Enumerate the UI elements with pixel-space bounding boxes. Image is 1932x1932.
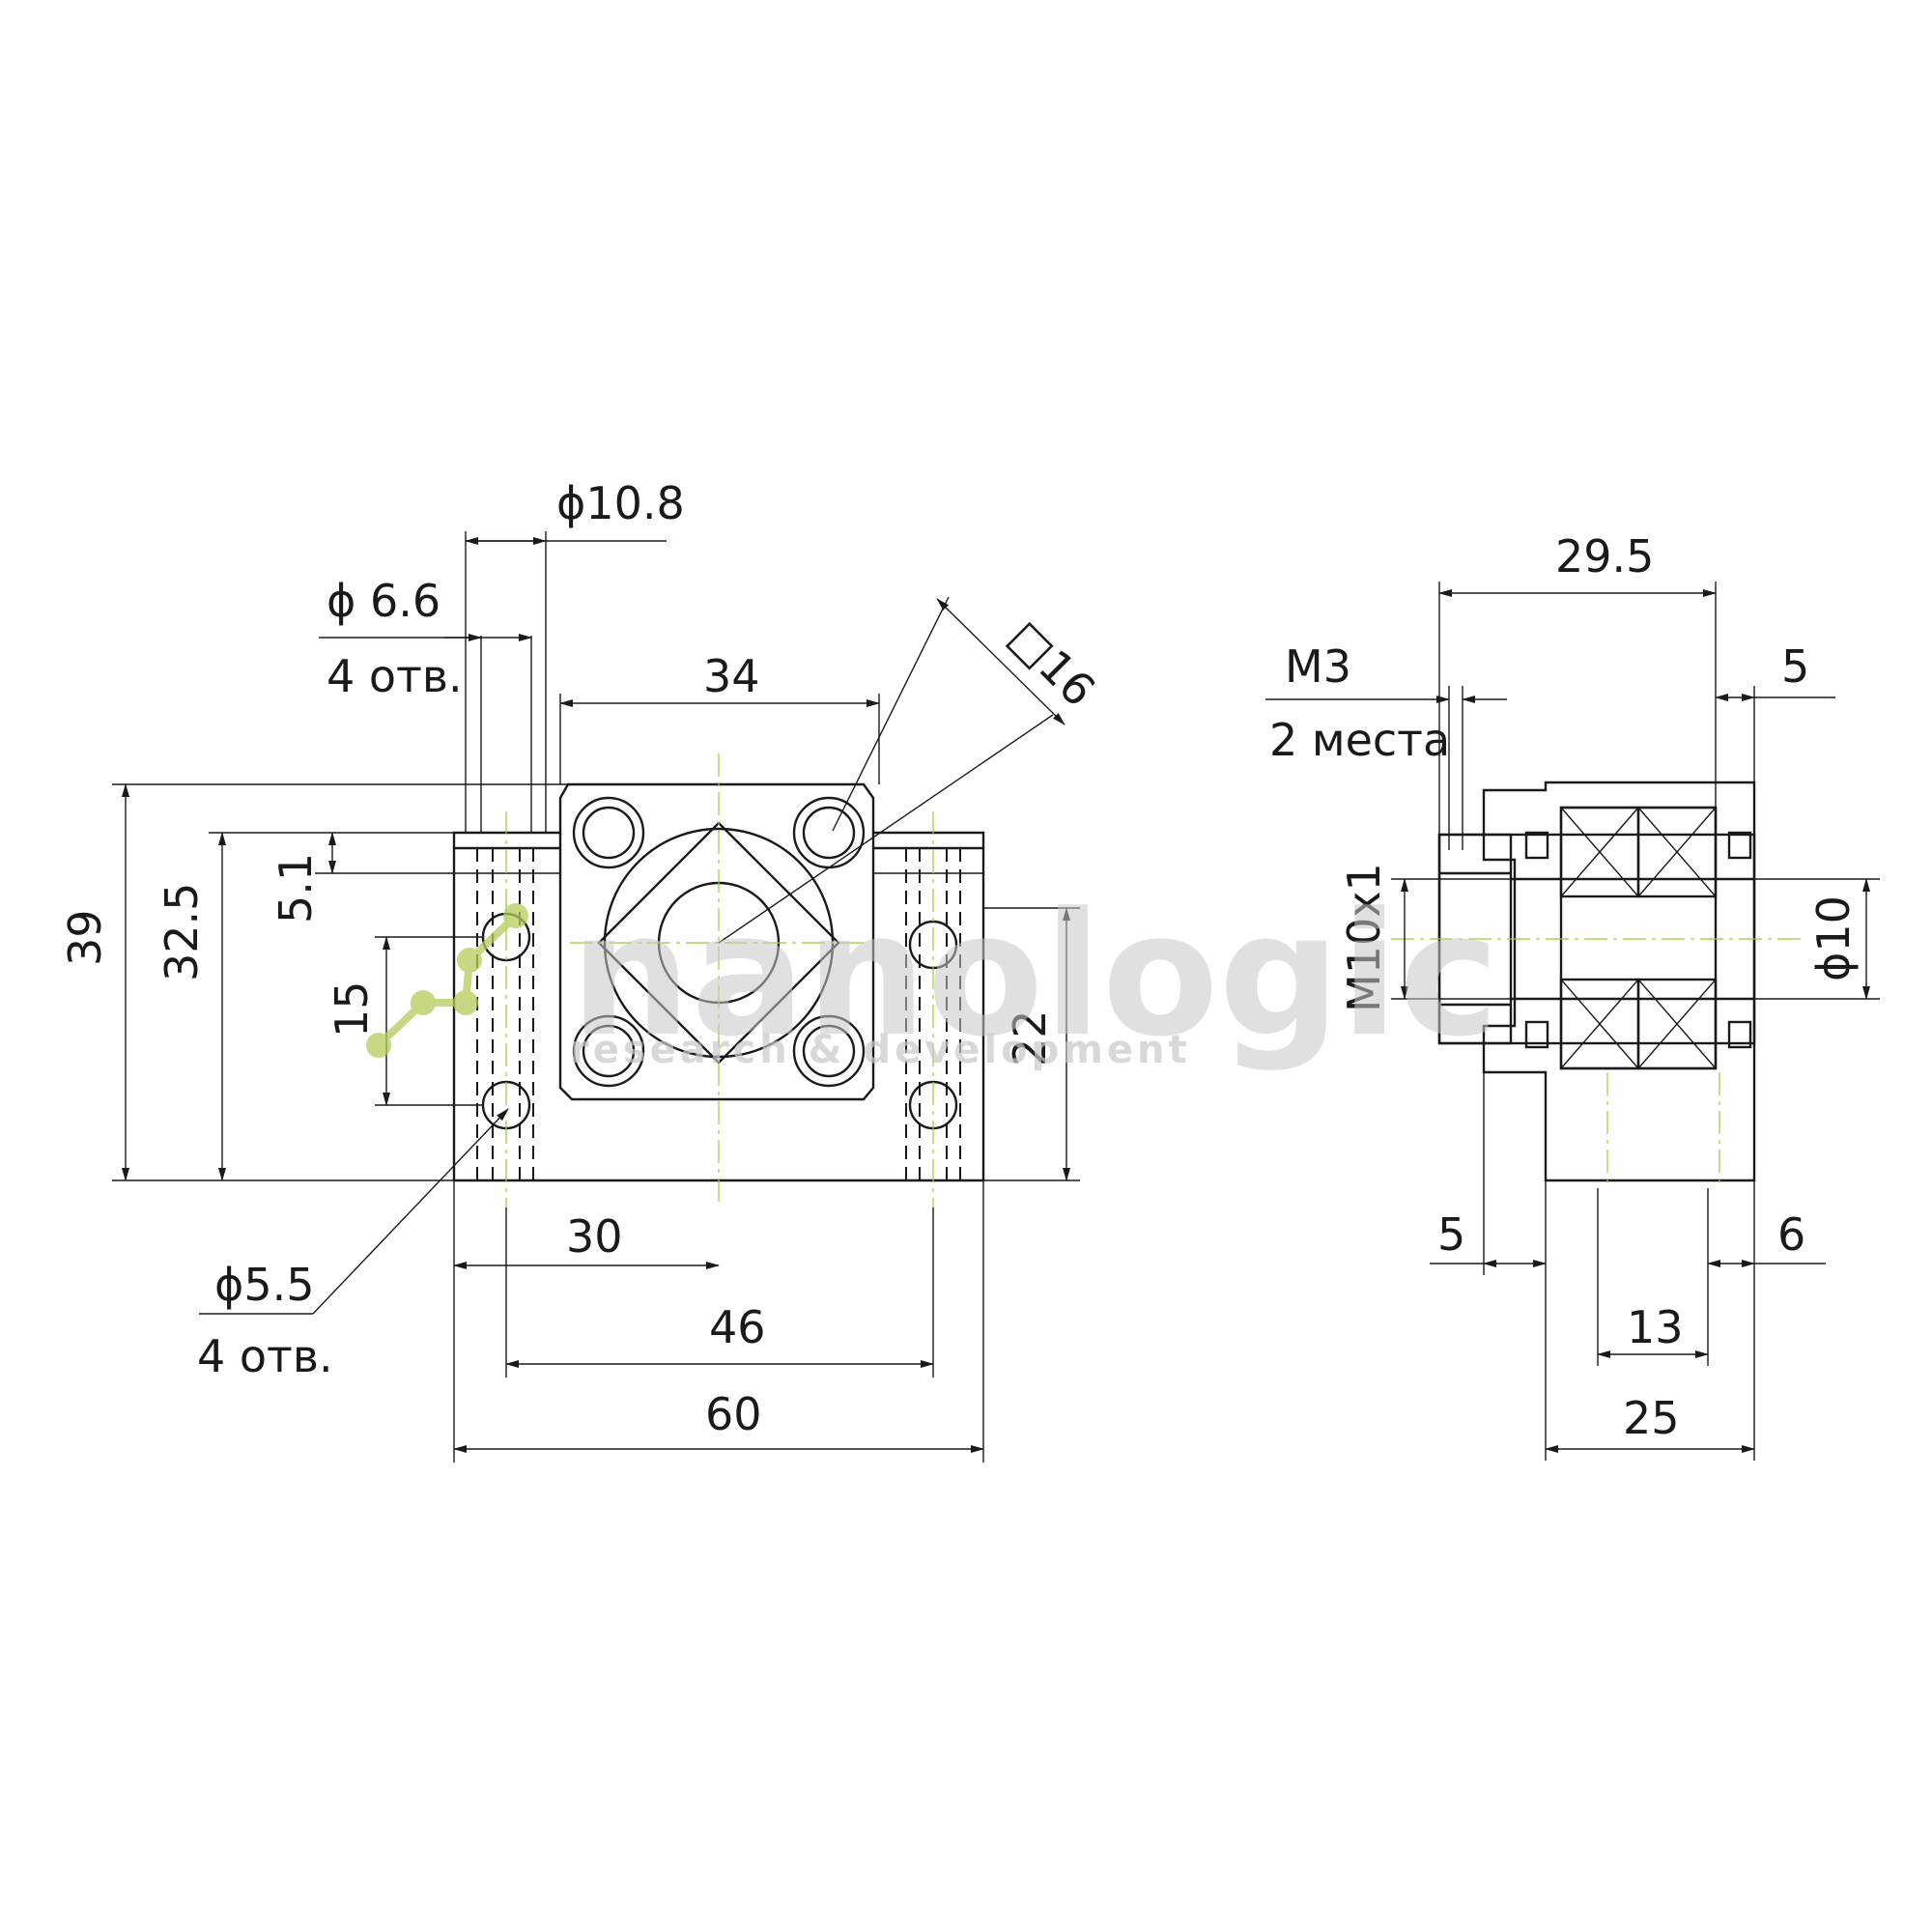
front-body-outline (452, 782, 985, 1182)
dim-length-29-5: 29.5 (1555, 530, 1654, 582)
side-view: 29.5 M3 2 места 5 M10x1 ϕ10 5 6 (1265, 530, 1880, 1461)
dim-width-13: 13 (1627, 1301, 1684, 1353)
watermark-logo-icon (366, 903, 528, 1058)
dim-dia-6-6: ϕ 6.6 (327, 575, 440, 627)
bearing-right (1636, 806, 1718, 1070)
dim-places-2: 2 места (1269, 714, 1450, 766)
dim-spacing-15: 15 (326, 980, 378, 1037)
dim-dia-10-8: ϕ10.8 (556, 477, 685, 529)
dim-width-25: 25 (1623, 1392, 1680, 1444)
dim-depth-5-1: 5.1 (270, 853, 322, 923)
dim-height-22: 22 (1004, 1009, 1056, 1066)
front-flange-outline (558, 833, 875, 1101)
watermark-brand: nanologic (570, 876, 1499, 1074)
dim-offset-5-top: 5 (1781, 640, 1809, 693)
dim-holes-top: 4 отв. (327, 650, 463, 702)
dim-square-16: □16 (999, 610, 1105, 716)
dim-height-39: 39 (59, 909, 111, 966)
dim-dia-10: ϕ10 (1807, 895, 1860, 981)
dim-pitch-46: 46 (709, 1301, 766, 1353)
watermark: nanologic research & development (366, 876, 1499, 1074)
dim-holes-bottom: 4 отв. (197, 1330, 333, 1382)
flange-holes (572, 796, 866, 1088)
dim-width-34: 34 (703, 650, 760, 702)
dim-thread-m3: M3 (1285, 640, 1351, 693)
watermark-tagline: research & development (570, 1028, 1191, 1072)
dim-offset-30: 30 (566, 1210, 623, 1263)
dim-thread-m10: M10x1 (1338, 863, 1390, 1012)
dim-width-60: 60 (705, 1388, 762, 1440)
dim-offset-5-bottom: 5 (1437, 1208, 1465, 1261)
dim-offset-6: 6 (1777, 1208, 1805, 1261)
dim-dia-5-5: ϕ5.5 (214, 1259, 315, 1311)
dim-height-32-5: 32.5 (156, 883, 208, 981)
bearing-left (1559, 806, 1640, 1070)
